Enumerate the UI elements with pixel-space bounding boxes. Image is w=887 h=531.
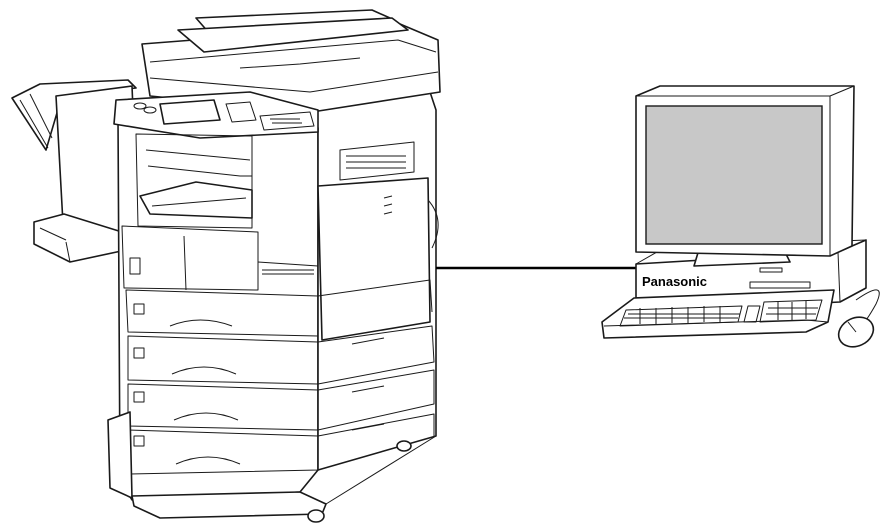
front-door (121, 225, 319, 291)
paper-drawer-1 (125, 279, 433, 337)
printer-base (107, 411, 437, 523)
paper-drawers (125, 279, 435, 475)
caster-wheel (307, 509, 325, 523)
caster-wheel (396, 440, 412, 452)
side-cover (317, 141, 439, 341)
document-feeder (141, 9, 441, 113)
paper-drawer-2 (127, 325, 435, 385)
output-tray (135, 133, 253, 229)
multifunction-printer (11, 9, 441, 523)
control-panel (113, 91, 319, 139)
monitor-screen (645, 105, 823, 245)
keyboard (601, 289, 835, 339)
monitor (635, 85, 855, 257)
panel-display (159, 99, 221, 125)
printer-main-body (117, 111, 319, 501)
computer-brand-label: Panasonic (642, 274, 707, 289)
mouse (837, 289, 880, 348)
desktop-computer: Panasonic (601, 85, 880, 348)
